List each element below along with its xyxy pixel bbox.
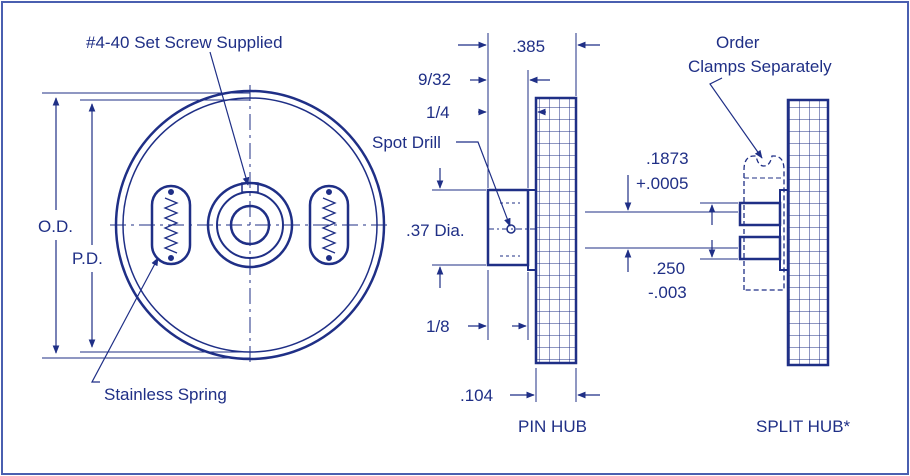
dim-250-label: .250: [652, 259, 685, 278]
pin-hub-body: [486, 188, 530, 267]
front-view: [42, 51, 390, 383]
dim-1-8-label: 1/8: [426, 317, 450, 336]
order-label-line2: Clamps Separately: [688, 57, 832, 76]
spring-label: Stainless Spring: [104, 385, 227, 404]
split-hub-lower: [738, 235, 782, 261]
dim-9-32-label: 9/32: [418, 70, 451, 89]
left-spring: [150, 184, 192, 266]
dim-0005-label: +.0005: [636, 174, 688, 193]
right-spring: [308, 184, 350, 266]
pin-hub-gear-teeth: [534, 96, 578, 365]
split-hub-view: [585, 77, 830, 367]
dim-104-label: .104: [460, 386, 493, 405]
dim-1873-label: .1873: [646, 149, 689, 168]
set-screw-label: #4-40 Set Screw Supplied: [86, 33, 283, 52]
spot-drill-label: Spot Drill: [372, 133, 441, 152]
dim-1-4-label: 1/4: [426, 103, 450, 122]
od-label: O.D.: [38, 217, 73, 236]
pd-label: P.D.: [72, 249, 103, 268]
clamp-outline: [743, 155, 785, 291]
dim-003-label: -.003: [648, 283, 687, 302]
dim-37-dia-label: .37 Dia.: [406, 221, 465, 240]
split-hub-label: SPLIT HUB*: [756, 417, 851, 436]
pin-hub-view: [432, 33, 600, 402]
split-hub-upper: [738, 201, 782, 227]
pin-hub-label: PIN HUB: [518, 417, 587, 436]
split-hub-gear-teeth: [786, 98, 830, 367]
order-label-line1: Order: [716, 33, 760, 52]
dim-385-label: .385: [512, 37, 545, 56]
